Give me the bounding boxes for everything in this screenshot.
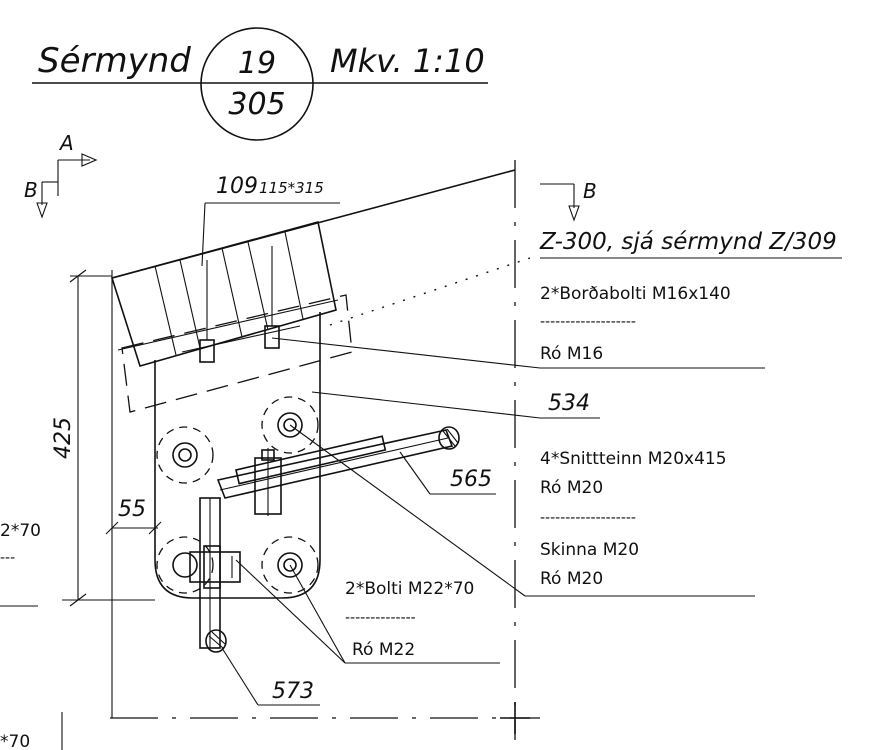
- arrow-a-icon: [81, 153, 98, 167]
- dimension-55-label: 55: [118, 497, 146, 522]
- callout-plank: 109 115*315: [201, 174, 340, 267]
- deck-bolts-divider: -------------------: [540, 314, 636, 330]
- cut-b-left-label: B: [24, 178, 38, 202]
- plank-ref: 109: [216, 174, 258, 199]
- callout-bar-573: 573: [221, 647, 320, 706]
- plank-size: 115*315: [259, 179, 324, 197]
- arrow-b-left-icon: [36, 202, 48, 219]
- nut-m22-label: Ró M22: [352, 640, 415, 660]
- rods-divider: -------------------: [540, 510, 636, 526]
- deck-planks: [110, 221, 339, 367]
- sheet-number: 305: [228, 87, 285, 122]
- bar-565-ref: 565: [450, 467, 492, 492]
- title-label: Sérmynd: [38, 41, 191, 81]
- nut-m16-label: Ró M16: [540, 344, 603, 364]
- title-block: Sérmynd 19 305 Mkv. 1:10: [32, 27, 488, 141]
- plate-ref: 534: [548, 391, 590, 416]
- dimension-425: 425: [51, 269, 155, 607]
- edge-fragment-bottom: *70: [0, 732, 30, 750]
- edge-fragment-mid: 2*70: [0, 521, 41, 541]
- callout-rods: 4*Snittteinn M20x415 Ró M20 ------------…: [289, 424, 755, 597]
- z-profile-label: Z-300, sjá sérmynd Z/309: [539, 229, 837, 255]
- edge-fragments: 2*70 --- *70: [0, 521, 63, 750]
- dimension-55: 55: [105, 270, 162, 718]
- callout-z-profile: Z-300, sjá sérmynd Z/309: [539, 229, 842, 259]
- callout-bolts-m22: 2*Bolti M22*70 -------------- Ró M22: [235, 559, 500, 664]
- rod-holes: [156, 396, 319, 594]
- bar-573-ref: 573: [272, 679, 314, 704]
- washer-label: Skinna M20: [540, 540, 639, 560]
- bar-573: [189, 497, 241, 653]
- bar-565: [216, 426, 460, 516]
- callout-deck-bolts: 2*Borðabolti M16x140 -------------------…: [271, 284, 765, 369]
- section-marker-left: A B: [24, 131, 98, 219]
- view-a-label: A: [58, 131, 74, 155]
- deck-bolts-label: 2*Borðabolti M16x140: [540, 284, 731, 304]
- rods-label: 4*Snittteinn M20x415: [540, 449, 727, 469]
- detail-number: 19: [238, 46, 276, 81]
- nut-m20-a-label: Ró M20: [540, 478, 603, 498]
- bracket-plate: [121, 294, 353, 599]
- nut-m20-b-label: Ró M20: [540, 569, 603, 589]
- scale-label: Mkv. 1:10: [330, 42, 485, 80]
- section-marker-right: B: [540, 179, 597, 222]
- bolts-m22-label: 2*Bolti M22*70: [345, 579, 474, 599]
- detail-circle: [200, 27, 314, 141]
- dimension-425-label: 425: [51, 417, 76, 459]
- arrow-b-right-icon: [568, 205, 580, 222]
- callout-plate: 534: [311, 391, 600, 419]
- cut-b-right-label: B: [583, 179, 597, 203]
- deck-bolts: [181, 246, 301, 363]
- edge-fragment-mid-dashes: ---: [0, 550, 15, 566]
- bolts-m22-divider: --------------: [345, 610, 416, 626]
- callout-bar-565: 565: [399, 451, 496, 495]
